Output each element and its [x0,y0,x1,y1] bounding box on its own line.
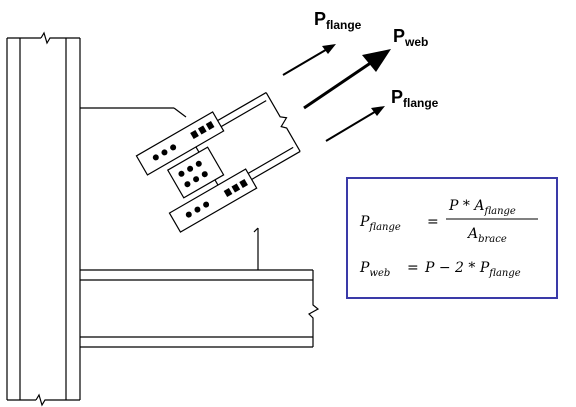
brace [135,92,301,233]
eq1-denominator: Abrace [466,226,507,245]
eq2-rhs-main: P − 2 * P [424,260,490,276]
label-p-flange-lower-main: P [391,87,403,107]
eq1-numerator: P * Aflange [448,198,516,217]
label-p-flange-lower: Pflange [391,87,439,110]
eq2-lhs: Pweb [359,260,390,279]
eq1-numerator-main: P * A [448,198,484,214]
eq2-rhs: P − 2 * Pflange [424,260,521,279]
equation-box: Pflange = P * Aflange Abrace Pweb = P − … [346,177,558,299]
eq2-rhs-sub: flange [488,268,520,279]
column [6,31,81,407]
label-p-web-sub: web [404,35,428,49]
arrow-web [303,49,391,110]
label-p-web: Pweb [393,26,428,49]
eq1-denominator-sub: brace [478,234,507,245]
label-p-flange-upper-sub: flange [326,18,362,32]
flange-plate-lower [168,168,258,233]
label-p-web-main: P [393,26,405,46]
label-p-flange-upper-main: P [314,9,326,29]
eq1-lhs: Pflange [359,214,401,233]
label-p-flange-lower-sub: flange [403,96,439,110]
label-p-flange-upper: Pflange [314,9,362,32]
eq2-lhs-sub: web [369,268,390,279]
flange-plate-upper [135,111,225,176]
eq1-numerator-sub: flange [483,206,515,217]
eq1-denominator-main: A [466,226,478,242]
eq1-lhs-main: P [359,214,370,230]
beam [80,269,320,348]
eq2-lhs-main: P [359,260,370,276]
gusset-plate [80,107,259,270]
eq2-equals: = [407,260,419,276]
eq1-equals: = [427,214,439,230]
arrow-flange-lower [325,106,385,142]
eq1-lhs-sub: flange [368,222,400,233]
arrow-flange-upper [282,44,336,76]
web-plate [166,146,225,199]
